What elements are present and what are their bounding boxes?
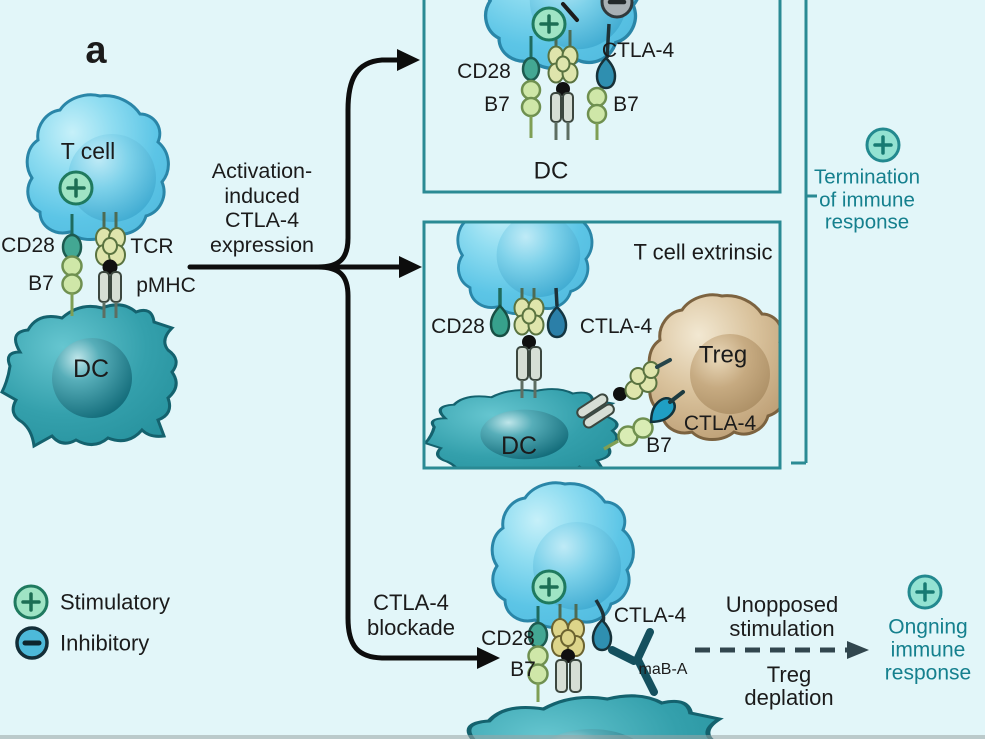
stimulatory-icon — [531, 569, 567, 605]
pmhc-label: pMHC — [136, 274, 196, 298]
figure-bottom-edge — [0, 735, 985, 739]
dashed-arrow — [695, 641, 869, 659]
blockade-line: CTLA-4 — [373, 590, 449, 615]
activation-arrows — [187, 57, 481, 661]
treg-label: Treg — [698, 341, 748, 369]
top-box-border — [422, 0, 782, 194]
ongoing-line: response — [884, 661, 972, 685]
middle-box-title: T cell extrinsic — [633, 239, 773, 265]
b7-label-topbox-right: B7 — [613, 93, 639, 117]
ctla4-label-midbox-bottom: CTLA-4 — [683, 412, 757, 436]
activation-line: Activation- — [211, 159, 313, 183]
panel-label: a — [85, 29, 107, 72]
blockade-line: blockade — [366, 615, 456, 640]
blockade-label: CTLA-4 blockade — [367, 590, 455, 640]
termination-line: response — [824, 210, 910, 234]
b7-label-midbox: B7 — [646, 434, 672, 458]
tilted-b7-cluster — [624, 361, 660, 400]
b7-label-left: B7 — [28, 272, 54, 296]
tilted-pmhc — [576, 393, 615, 429]
termination-line: Termination — [814, 165, 920, 189]
b7-label-topbox-left: B7 — [484, 93, 510, 117]
dc-left — [2, 255, 176, 447]
cd28-label-left: CD28 — [1, 234, 55, 258]
ctla4-label-bottom: CTLA-4 — [613, 604, 687, 628]
arrow-heads — [397, 49, 500, 669]
middle-box-border — [422, 220, 782, 470]
stimulatory-icon — [58, 170, 94, 206]
pmhc-receptor — [98, 271, 122, 303]
tcr-receptor — [95, 227, 126, 266]
legend-inhibitory-label: Inhibitory — [60, 630, 150, 656]
ongoing-line: Ongning — [888, 615, 968, 639]
treg-depletion-label: Treg deplation — [744, 663, 833, 709]
unopposed-line: Unopposed — [725, 592, 839, 617]
dc-label-left: DC — [72, 355, 110, 383]
bracket — [791, 0, 817, 465]
ongoing-line: immune — [890, 638, 966, 662]
unopposed-line: stimulation — [729, 616, 835, 641]
inhibitory-icon — [600, 0, 634, 19]
ctla4-label-topbox: CTLA-4 — [601, 39, 675, 63]
bottom-dc — [447, 645, 726, 739]
unopposed-label: Unopposed stimulation — [726, 593, 839, 641]
treg-depletion-line: deplation — [744, 685, 834, 710]
ctla4-label-midbox-top: CTLA-4 — [579, 315, 653, 339]
b7-receptor — [61, 255, 83, 295]
mab-label: maB-A — [638, 661, 688, 679]
stimulatory-icon — [907, 574, 943, 610]
stimulatory-icon — [13, 584, 49, 620]
dc-label-midbox: DC — [500, 432, 538, 460]
stimulatory-icon — [865, 127, 901, 163]
activation-label: Activation- induced CTLA-4 expression — [210, 159, 314, 257]
termination-label: Termination of immune response — [814, 166, 920, 234]
cd28-label-bottom: CD28 — [481, 627, 535, 651]
antibody-icon — [608, 628, 658, 696]
cd28-label-midbox: CD28 — [431, 315, 485, 339]
treg-depletion-line: Treg — [766, 662, 812, 687]
legend-stimulatory-label: Stimulatory — [60, 589, 171, 615]
activation-line: CTLA-4 — [224, 208, 300, 232]
dc-label-topbox: DC — [533, 157, 569, 185]
tcr-label: TCR — [130, 235, 174, 259]
ongoing-label: Ongning immune response — [885, 616, 971, 685]
cd28-label-topbox: CD28 — [457, 60, 511, 84]
stimulatory-icon — [531, 6, 567, 42]
treg-cell — [647, 293, 780, 441]
t-cell-label: T cell — [60, 138, 116, 165]
middle-box-content — [425, 176, 780, 476]
b7-label-bottom: B7 — [510, 658, 536, 682]
activation-line: induced — [224, 183, 300, 208]
termination-line: of immune — [819, 187, 915, 211]
inhibitory-icon — [15, 626, 49, 660]
activation-line: expression — [210, 232, 314, 257]
top-box-content — [466, 0, 666, 140]
